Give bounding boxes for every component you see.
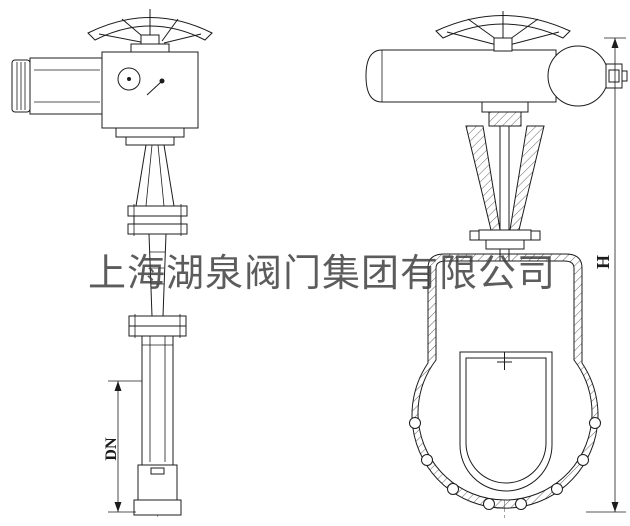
packing-gland xyxy=(478,229,532,241)
handwheel-rim xyxy=(87,17,213,41)
body-column xyxy=(141,335,174,466)
dn-extension-lines xyxy=(108,380,142,513)
yoke-inner-lines xyxy=(145,144,165,207)
actuator xyxy=(365,37,628,127)
actuator-cylinder xyxy=(365,49,557,103)
bonnet-flange-top xyxy=(128,315,187,327)
bolt xyxy=(409,417,421,429)
handwheel xyxy=(435,11,571,46)
motor-fins xyxy=(16,62,26,110)
bolt xyxy=(515,498,527,510)
right-view-front: H xyxy=(365,11,628,520)
bottom-flange xyxy=(133,499,182,516)
stem-ribs xyxy=(150,251,165,285)
bolt xyxy=(577,454,589,466)
handwheel-hub xyxy=(493,37,513,52)
selector-knob xyxy=(117,67,141,91)
gland-bolt-left xyxy=(469,230,480,241)
bolt xyxy=(551,483,563,495)
body-base xyxy=(137,464,178,501)
bonnet-bolts xyxy=(134,314,181,338)
yoke-leg-right xyxy=(509,125,545,231)
stem-gate-connection xyxy=(497,352,512,370)
dn-arrow-bottom xyxy=(114,502,122,512)
company-watermark: 上海湖泉阀门集团有限公司 xyxy=(88,251,556,295)
motor-body xyxy=(29,57,103,115)
actuator-end-housing xyxy=(547,45,609,107)
gland-flange-bottom xyxy=(127,223,188,235)
yoke-column xyxy=(127,144,188,338)
yoke-leg-left xyxy=(465,125,501,231)
actuator-mount xyxy=(481,101,529,113)
gate-bottom-detail xyxy=(150,467,165,475)
motor-body-lines xyxy=(34,69,100,103)
lever-knob xyxy=(159,78,165,84)
bolt xyxy=(447,483,459,495)
mount-plate-upper xyxy=(115,127,185,138)
gland-bolt-right xyxy=(530,230,541,241)
dn-dimension: DN xyxy=(103,380,142,513)
bolt xyxy=(589,417,601,429)
handwheel-spokes xyxy=(98,9,202,44)
h-arrow-bottom xyxy=(611,502,619,512)
terminal-box xyxy=(605,63,623,89)
mount-section-hatched xyxy=(488,111,522,127)
bolt xyxy=(421,454,433,466)
handwheel-spokes xyxy=(446,11,560,46)
dn-arrow-top xyxy=(114,381,122,391)
actuator xyxy=(11,43,199,146)
gate-slot-lines xyxy=(142,336,173,462)
mount-plate-lower xyxy=(125,136,175,146)
flange-bolts xyxy=(409,417,601,510)
gland-neck xyxy=(133,215,182,225)
yoke xyxy=(465,125,545,361)
gate-plate xyxy=(459,351,553,492)
valve-body-front xyxy=(409,253,601,510)
gate-plate-inner xyxy=(465,357,547,484)
dn-label: DN xyxy=(103,437,120,461)
actuator-top-mount xyxy=(130,43,170,53)
handwheel xyxy=(87,9,213,49)
lever xyxy=(146,81,162,96)
selector-knob-center xyxy=(127,77,131,81)
yoke-trapezoid xyxy=(135,144,175,207)
valve-body-side xyxy=(133,335,182,516)
h-dimension: H xyxy=(586,37,626,513)
bonnet-flange-bottom xyxy=(128,325,187,337)
gland-bolts xyxy=(133,204,182,236)
gland-follower xyxy=(485,239,525,250)
h-label: H xyxy=(593,255,613,269)
bolt xyxy=(483,498,495,510)
gland-flange-top xyxy=(127,205,188,217)
terminal-box-inner xyxy=(608,69,620,83)
handwheel-rim xyxy=(435,15,571,39)
h-arrow-top xyxy=(611,38,619,48)
terminal-nub xyxy=(621,70,628,82)
gearbox-housing xyxy=(101,51,199,129)
left-view-side: DN xyxy=(11,9,213,520)
